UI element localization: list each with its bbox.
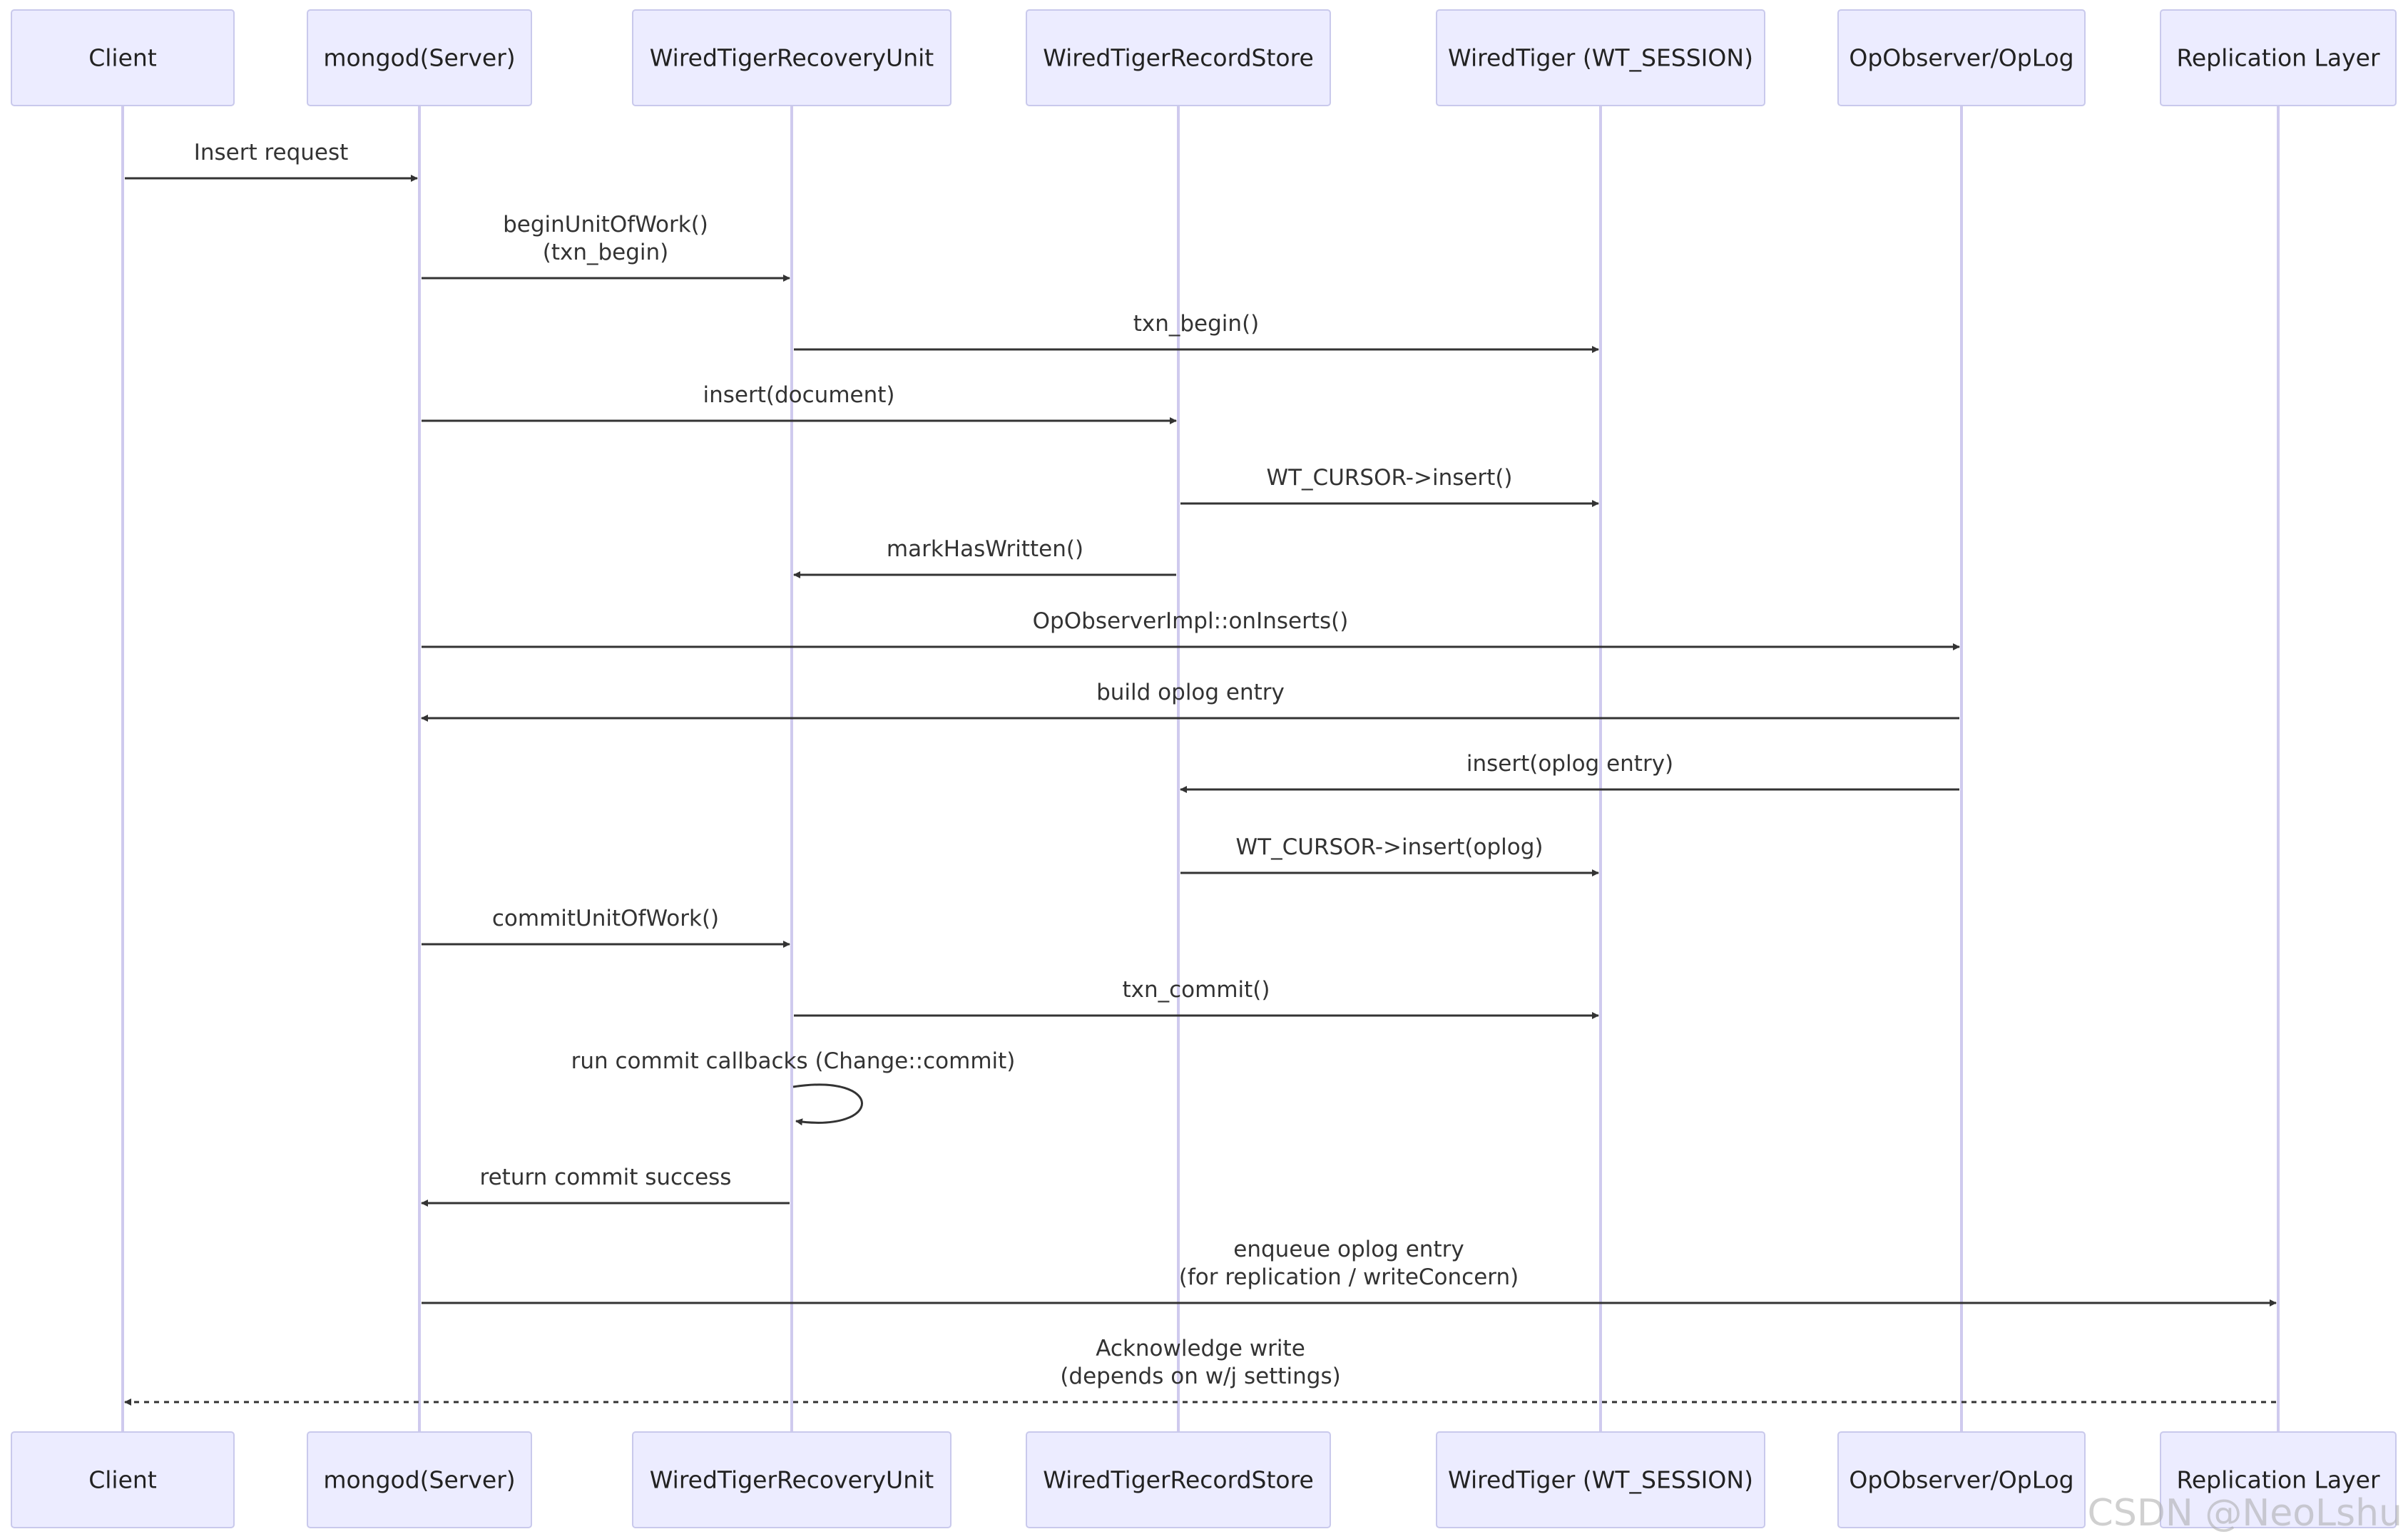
actor-label: OpObserver/OpLog (1849, 1466, 2073, 1494)
message-label: beginUnitOfWork() (503, 212, 708, 237)
lifelines (121, 106, 2280, 1432)
actor-label: Replication Layer (2176, 44, 2380, 72)
message-7: OpObserverImpl::onInserts() (422, 608, 1960, 650)
message-2: beginUnitOfWork() (txn_begin) (422, 212, 790, 282)
actor-box (1026, 9, 1331, 106)
actor-label: Client (88, 44, 157, 72)
actor-wt-top: WiredTiger (WT_SESSION) (1436, 9, 1765, 106)
actor-recordstore-top: WiredTigerRecordStore (1026, 9, 1331, 106)
actor-label: WiredTigerRecoveryUnit (650, 44, 934, 72)
actor-repl-bottom: Replication Layer (2160, 1431, 2397, 1528)
actor-label: OpObserver/OpLog (1849, 44, 2073, 72)
message-1: Insert request (125, 140, 418, 182)
message-8: build oplog entry (421, 680, 1959, 722)
message-label: WT_CURSOR->insert() (1266, 465, 1512, 491)
actor-box (632, 9, 952, 106)
actors-top: Client mongod(Server) WiredTigerRecoveryUn… (11, 9, 2397, 106)
actor-label: WiredTigerRecoveryUnit (650, 1466, 934, 1494)
actor-client-top: Client (11, 9, 235, 106)
actor-label: WiredTiger (WT_SESSION) (1448, 1466, 1753, 1494)
message-label: Insert request (194, 140, 349, 165)
message-3: txn_begin() (794, 311, 1599, 353)
message-label: (txn_begin) (543, 240, 669, 265)
message-label: run commit callbacks (Change::commit) (571, 1048, 1016, 1074)
actor-box (1837, 1431, 2086, 1528)
actor-box (307, 9, 532, 106)
message-label: (depends on w/j settings) (1060, 1364, 1340, 1389)
message-4: insert(document) (422, 382, 1177, 424)
message-label: OpObserverImpl::onInserts() (1033, 608, 1349, 634)
actor-box (1837, 9, 2086, 106)
actor-wt-bottom: WiredTiger (WT_SESSION) (1436, 1431, 1765, 1528)
actor-label: WiredTigerRecordStore (1043, 44, 1314, 72)
actor-box (1026, 1431, 1331, 1528)
message-10: WT_CURSOR->insert(oplog) (1180, 834, 1599, 876)
actor-box (1436, 1431, 1765, 1528)
message-label: Acknowledge write (1096, 1336, 1305, 1361)
actor-server-bottom: mongod(Server) (307, 1431, 532, 1528)
actor-box (11, 9, 235, 106)
message-label: txn_commit() (1122, 977, 1270, 1003)
message-label: txn_begin() (1133, 311, 1260, 337)
message-11: commitUnitOfWork() (422, 906, 790, 948)
message-label: build oplog entry (1096, 680, 1285, 705)
actor-box (1436, 9, 1765, 106)
actor-box (2160, 9, 2397, 106)
actor-label: mongod(Server) (323, 1466, 515, 1494)
actor-box (11, 1431, 235, 1528)
actor-server-top: mongod(Server) (307, 9, 532, 106)
message-label: insert(document) (703, 382, 895, 408)
message-label: markHasWritten() (887, 536, 1083, 562)
message-16: Acknowledge write (depends on w/j setting… (124, 1336, 2276, 1406)
actor-oplog-top: OpObserver/OpLog (1837, 9, 2086, 106)
message-label: insert(oplog entry) (1466, 751, 1673, 777)
actor-box (2160, 1431, 2397, 1528)
actor-box (307, 1431, 532, 1528)
actor-label: Replication Layer (2176, 1466, 2380, 1494)
actor-label: Client (88, 1466, 157, 1494)
message-14: return commit success (421, 1165, 790, 1207)
message-label: enqueue oplog entry (1233, 1237, 1464, 1262)
message-arrow (792, 1083, 863, 1126)
actor-box (632, 1431, 952, 1528)
messages: Insert request beginUnitOfWork() (txn_begi… (124, 140, 2277, 1406)
actor-label: WiredTigerRecordStore (1043, 1466, 1314, 1494)
message-label: return commit success (480, 1165, 732, 1190)
message-label: (for replication / writeConcern) (1179, 1264, 1519, 1290)
actors-bottom: Client mongod(Server) WiredTigerRecoveryUn… (11, 1431, 2397, 1528)
actor-label: WiredTiger (WT_SESSION) (1448, 44, 1753, 72)
message-13: run commit callbacks (Change::commit) (571, 1048, 1016, 1126)
actor-recovery-bottom: WiredTigerRecoveryUnit (632, 1431, 952, 1528)
actor-client-bottom: Client (11, 1431, 235, 1528)
actor-label: mongod(Server) (323, 44, 515, 72)
message-5: WT_CURSOR->insert() (1180, 465, 1599, 507)
message-label: commitUnitOfWork() (492, 906, 719, 931)
actor-oplog-bottom: OpObserver/OpLog (1837, 1431, 2086, 1528)
message-9: insert(oplog entry) (1180, 751, 1959, 793)
message-6: markHasWritten() (793, 536, 1176, 578)
message-label: WT_CURSOR->insert(oplog) (1236, 834, 1544, 860)
message-15: enqueue oplog entry(for replication / wr… (422, 1237, 2277, 1307)
actor-repl-top: Replication Layer (2160, 9, 2397, 106)
watermark: CSDN @NeoLshu (2087, 1492, 2402, 1535)
message-12: txn_commit() (794, 977, 1599, 1019)
actor-recovery-top: WiredTigerRecoveryUnit (632, 9, 952, 106)
actor-recordstore-bottom: WiredTigerRecordStore (1026, 1431, 1331, 1528)
